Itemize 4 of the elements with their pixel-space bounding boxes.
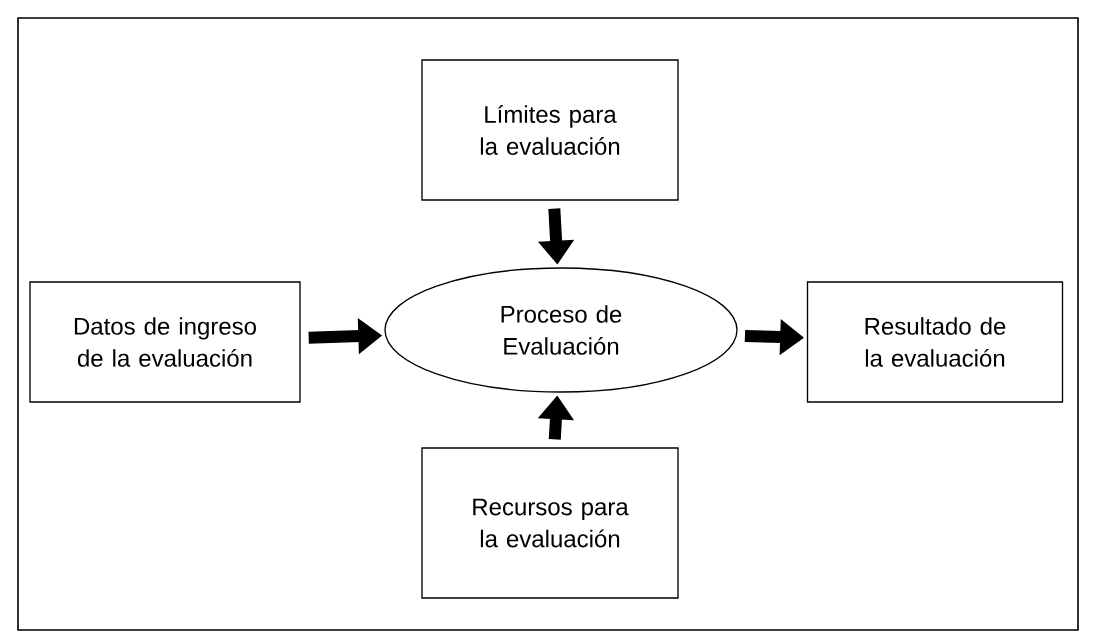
process-box: Recursos para la evaluación (421, 447, 679, 599)
process-box: Límites para la evaluación (421, 59, 679, 201)
process-box: Datos de ingreso de la evaluación (29, 281, 301, 403)
process-box: Resultado de la evaluación (806, 281, 1064, 403)
